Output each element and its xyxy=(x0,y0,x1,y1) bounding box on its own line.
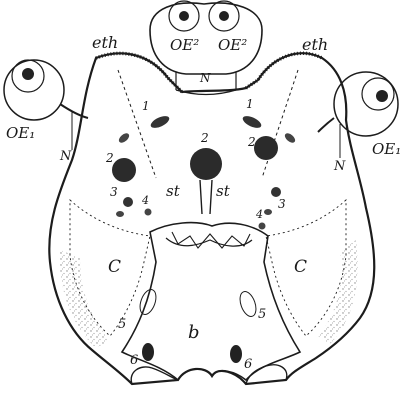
foramina xyxy=(112,114,297,363)
foramen-6-left xyxy=(142,343,154,361)
label-4-right: 4 xyxy=(255,208,263,221)
foramen-3-right xyxy=(271,187,281,197)
label-2-left: 2 xyxy=(105,151,114,165)
label-6-right: 6 xyxy=(244,357,252,372)
label-c-right: C xyxy=(294,257,307,277)
label-5-left: 5 xyxy=(118,317,126,332)
label-6-left: 6 xyxy=(130,353,138,368)
foramen-2-left xyxy=(112,158,136,182)
label-oe2-left: OE² xyxy=(170,36,199,54)
foramen-1-right xyxy=(241,114,263,131)
label-n-right: N xyxy=(333,159,346,174)
foramen-4-right xyxy=(259,223,266,230)
label-n-left: N xyxy=(59,149,72,164)
label-st-left: st xyxy=(166,182,181,200)
foramen-2-right xyxy=(254,136,278,160)
label-2-center: 2 xyxy=(200,131,209,145)
label-3-left: 3 xyxy=(110,185,118,199)
foramen-small-left xyxy=(117,131,131,144)
right-optic-nerve xyxy=(318,118,334,132)
label-oe2-right: OE² xyxy=(218,36,247,54)
label-b-center: b xyxy=(188,322,200,343)
central-groove xyxy=(200,180,212,214)
label-4-left: 4 xyxy=(141,194,149,207)
foramen-2-center xyxy=(190,148,222,180)
label-3-right: 3 xyxy=(278,197,286,211)
label-5-right: 5 xyxy=(258,307,266,322)
foramen-4-left xyxy=(145,209,152,216)
label-oe1-right: OE₁ xyxy=(372,140,401,158)
foramen-1-left xyxy=(149,114,171,131)
foramen-small-right xyxy=(283,131,297,144)
label-eth-right: eth xyxy=(302,35,328,54)
label-2-right: 2 xyxy=(247,135,256,149)
label-1-right: 1 xyxy=(246,97,254,111)
foramen-5-right xyxy=(237,289,259,318)
label-n-top: N xyxy=(199,71,211,85)
label-1-left: 1 xyxy=(142,99,150,113)
foramen-6-right xyxy=(230,345,242,363)
label-oe1-left: OE₁ xyxy=(6,124,35,142)
label-eth-left: eth xyxy=(92,33,118,52)
label-st-right: st xyxy=(216,182,231,200)
foramen-5-left xyxy=(137,287,159,316)
label-c-left: C xyxy=(108,257,121,277)
side-shading xyxy=(60,240,358,348)
foramen-3-left xyxy=(123,197,133,207)
